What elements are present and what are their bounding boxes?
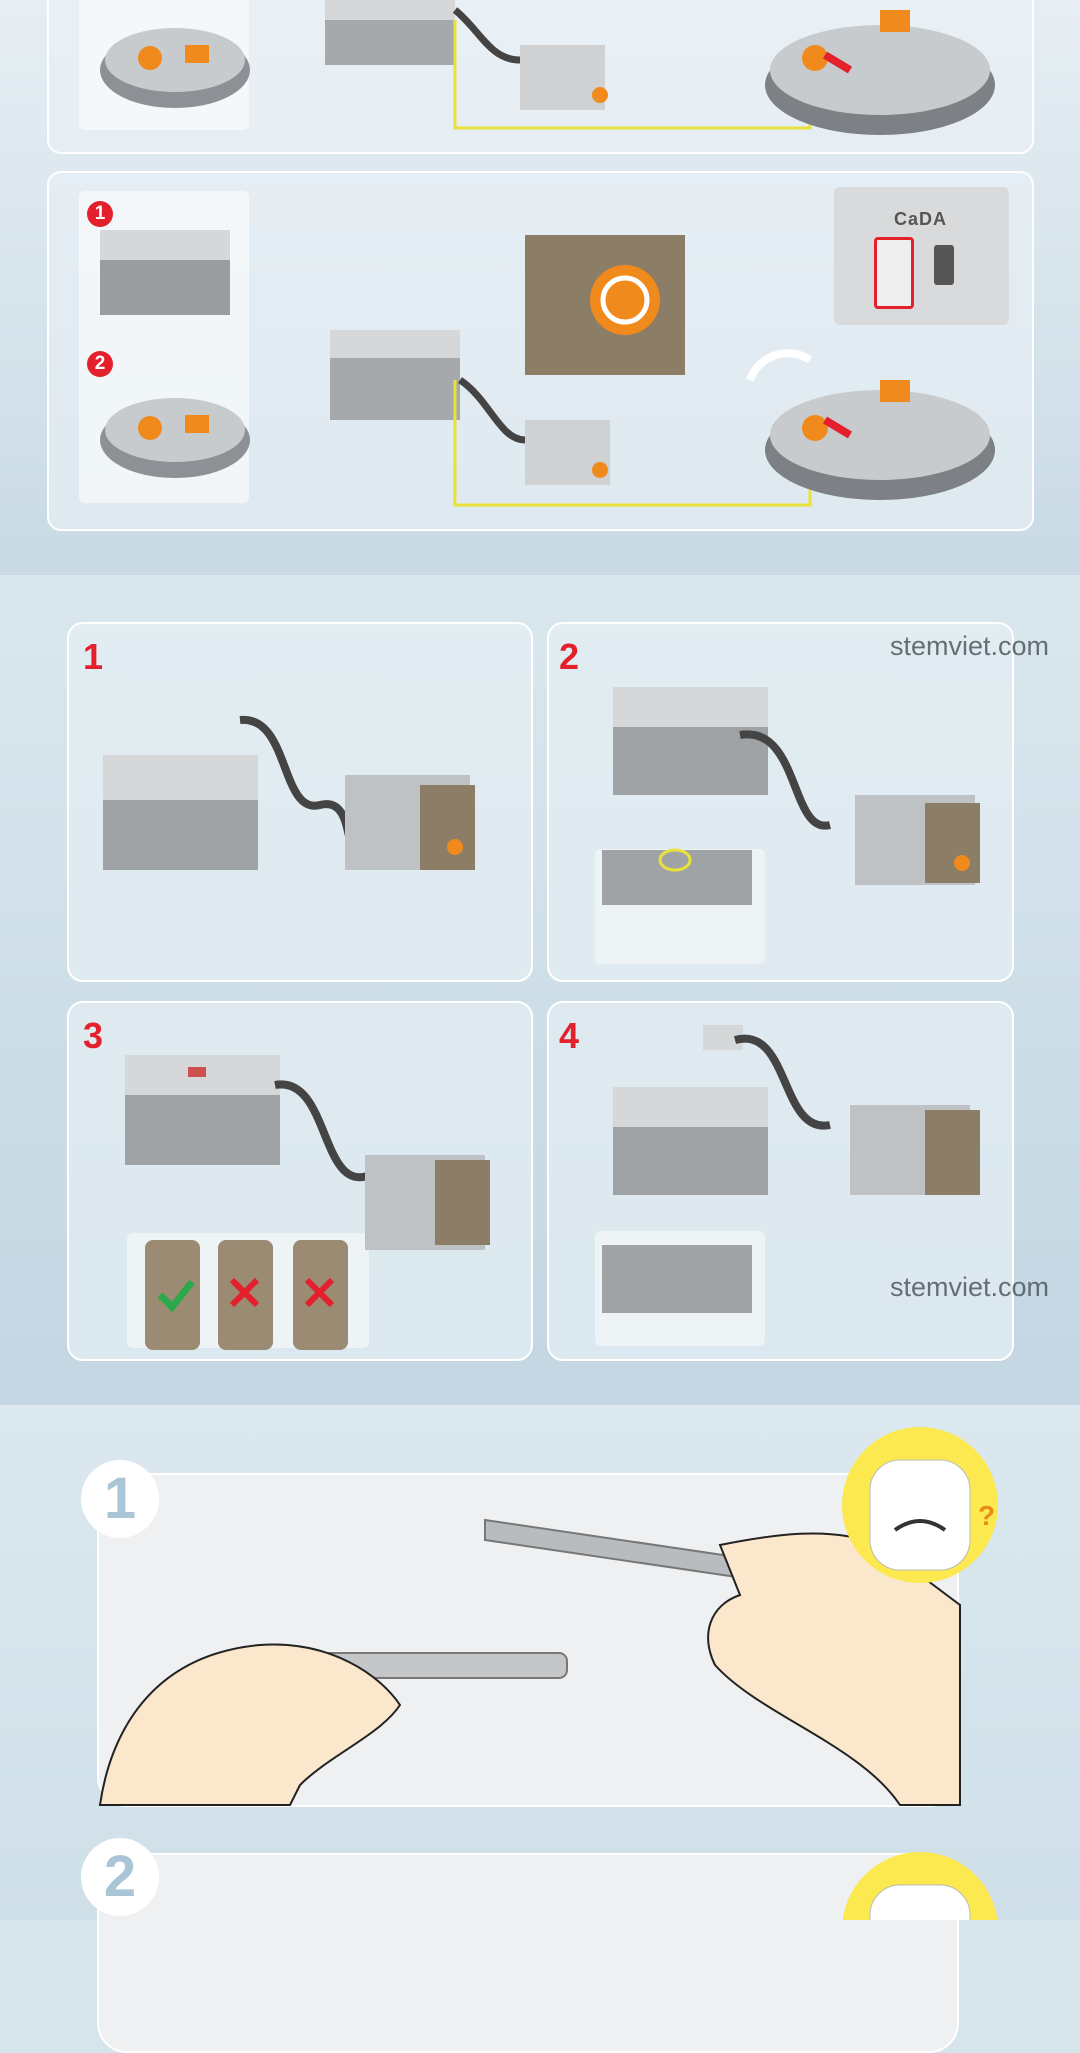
switch-2 (934, 245, 954, 285)
step-circle-1: 1 (81, 1460, 159, 1538)
motor-connection-section: 1 2 3 4 stemviet.com stemviet.com (0, 575, 1080, 1405)
step-badge-2: 2 (87, 351, 113, 377)
remote-illustration-a (100, 0, 995, 135)
switch-inset: CaDA (834, 187, 1009, 325)
brand-label: CaDA (894, 209, 948, 229)
watermark: stemviet.com (890, 631, 1050, 661)
step-circle-2: 2 (81, 1838, 159, 1916)
step-number: 4 (559, 1015, 580, 1056)
step-badge-1: 1 (87, 201, 113, 227)
axle-illustration (98, 1427, 998, 1920)
motor-illustrations (103, 687, 980, 1350)
remote-pairing-section: 1 2 CaDA (0, 0, 1080, 575)
step-number: 3 (83, 1015, 104, 1056)
axle-check-section: 1 2 ? (0, 1405, 1080, 2053)
question-mark: ? (978, 1500, 996, 1531)
step-number: 2 (559, 636, 580, 677)
watermark: stemviet.com (890, 1272, 1050, 1302)
power-switch[interactable] (874, 237, 914, 309)
step-number: 1 (83, 636, 104, 677)
remote-illustration-b (100, 230, 995, 507)
